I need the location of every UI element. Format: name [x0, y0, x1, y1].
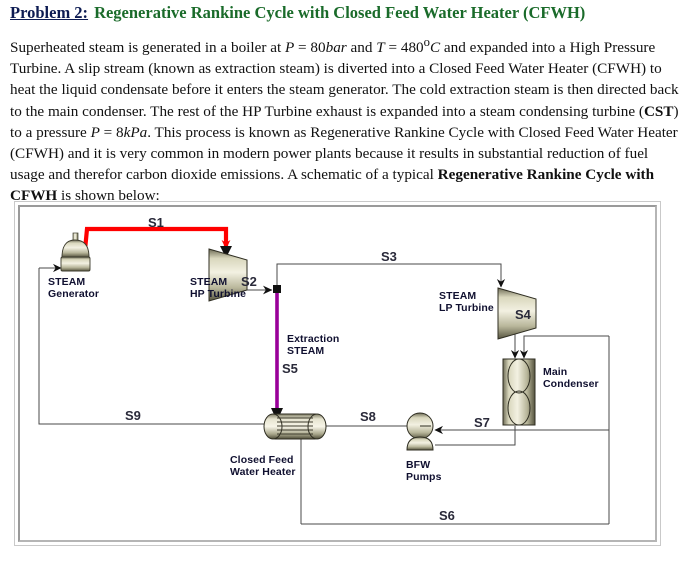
stream-label-s5: S5: [282, 361, 298, 376]
stream-label-s6: S6: [439, 508, 455, 523]
math-p2-value: = 8: [99, 123, 124, 141]
math-p-unit: bar: [325, 39, 347, 57]
pipe-condenser-outlet: [435, 426, 516, 446]
split-node-s2: [273, 285, 281, 293]
stream-label-s2: S2: [241, 274, 257, 289]
page-title: Problem 2: Regenerative Rankine Cycle wit…: [10, 2, 688, 24]
steam-generator-icon: [60, 232, 91, 272]
pipe-s3: [276, 263, 506, 288]
pipe-s1-main-steam: [82, 226, 231, 268]
math-t-symbol: T: [376, 39, 385, 57]
diagram-inner-frame: [18, 205, 657, 542]
stream-label-s9: S9: [125, 408, 141, 423]
stmt-part-1: Superheated steam is generated in a boil…: [10, 39, 282, 57]
pipe-s9: [38, 268, 298, 425]
diagram-canvas: [38, 226, 610, 525]
label-main-condenser-line1: Main: [543, 366, 568, 378]
stream-label-s3: S3: [381, 249, 397, 264]
math-p-value: = 80: [294, 39, 326, 57]
label-lp-turbine-line1: STEAM: [439, 290, 477, 302]
label-cfwh-line1: Closed Feed: [230, 454, 294, 466]
math-p-symbol: P: [284, 39, 295, 57]
math-pressure-8kpa: P = 8kPa: [91, 124, 148, 141]
arrow-into-hp-turbine: [220, 246, 232, 258]
label-hp-turbine-line2: HP Turbine: [190, 288, 247, 300]
label-bfw-pumps-line2: Pumps: [406, 471, 442, 483]
math-t-value: = 480: [384, 39, 424, 57]
stmt-part-4: . This process is known as Regenerative …: [10, 123, 678, 184]
label-extraction-line1: Extraction: [287, 333, 340, 345]
label-lp-turbine-line2: LP Turbine: [439, 302, 494, 314]
math-temp-480c: T = 480oC: [376, 35, 441, 57]
label-main-condenser-line2: Condenser: [543, 378, 599, 390]
pipe-condenser-inlet: [519, 335, 609, 359]
lp-turbine-icon: [497, 287, 537, 340]
stmt-part-5: is shown below:: [61, 187, 160, 205]
math-p2-symbol: P: [90, 123, 100, 141]
label-hp-turbine-line1: STEAM: [190, 276, 228, 288]
main-condenser-icon: [502, 358, 536, 426]
problem-label: Problem 2:: [10, 3, 89, 22]
label-steam-generator-line1: STEAM: [48, 276, 86, 288]
label-bfw-pumps-line1: BFW: [406, 459, 431, 471]
stmt-part-3: ) to a pressure: [10, 102, 679, 141]
math-p2-unit: kPa: [123, 123, 148, 141]
cfwh-icon: [263, 413, 327, 440]
stmt-bold-cycle-name: Regenerative Rankine Cycle with CFWH: [10, 166, 655, 205]
stmt-part-2: and expanded into a High Pressure Turbin…: [10, 39, 679, 120]
hp-turbine-icon: [208, 248, 248, 302]
label-steam-generator-line2: Generator: [48, 288, 100, 300]
process-flow-diagram: S1 S2 S3 S4 S5 S6 S7 S8 S9 STEAM Generat…: [14, 201, 661, 546]
problem-statement: Superheated steam is generated in a boil…: [10, 32, 686, 207]
stream-label-s1: S1: [148, 215, 164, 230]
label-cfwh-line2: Water Heater: [230, 466, 296, 478]
math-pressure-80bar: P = 80bar: [285, 39, 347, 56]
stream-label-s8: S8: [360, 409, 376, 424]
bfw-pump-icon: [406, 412, 434, 451]
stream-label-s7: S7: [474, 415, 490, 430]
stmt-cst-abbrev: CST: [643, 102, 674, 120]
label-extraction-line2: STEAM: [287, 345, 325, 357]
stmt-and-1: and: [350, 39, 373, 57]
math-degree-symbol: o: [423, 35, 430, 49]
math-t-unit: C: [429, 39, 441, 57]
problem-title: Regenerative Rankine Cycle with Closed F…: [94, 3, 586, 22]
stream-label-s4: S4: [515, 307, 531, 322]
